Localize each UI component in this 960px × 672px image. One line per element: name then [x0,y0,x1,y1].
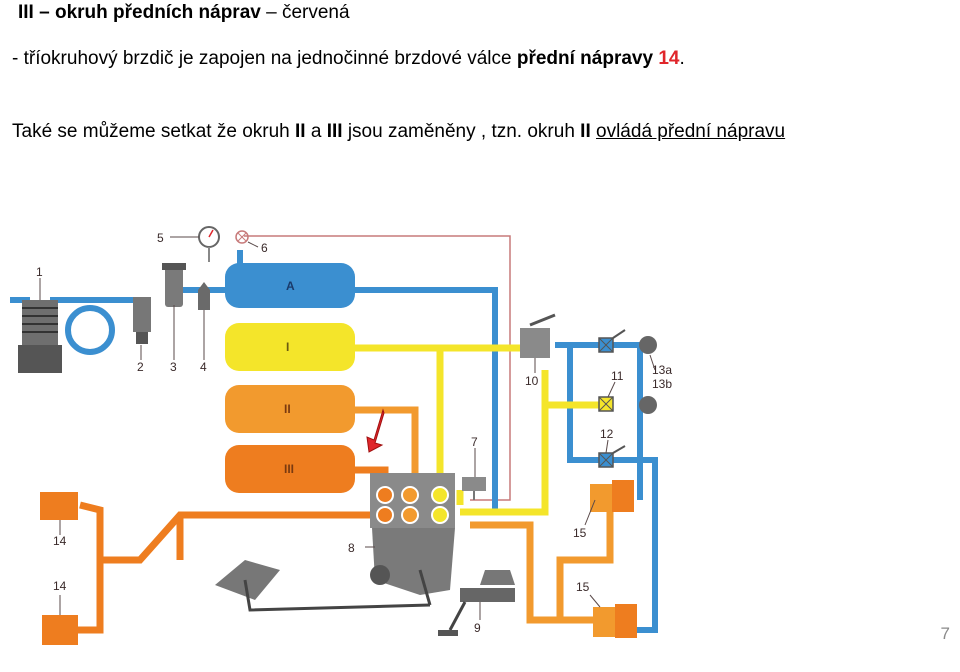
label-13b: 13b [652,377,672,391]
underlined-text: ovládá přední nápravu [596,121,786,142]
line1-number: 14 [658,48,680,69]
pressure-gauge [198,226,220,262]
slide-title: III – okruh předních náprav – červená [18,2,350,24]
label-2: 2 [137,360,144,374]
warning-lamp [235,230,249,244]
label-14-lower: 14 [53,579,67,593]
front-cylinder-lower [42,615,78,645]
regulator-2 [133,297,151,344]
leader-lines [39,236,656,620]
brake-valve [370,473,455,595]
label-3: 3 [170,360,177,374]
rear-cylinder-lower [593,604,637,638]
label-13a: 13a [652,363,672,377]
line1-suffix: . [679,48,685,69]
valve-7 [462,477,486,500]
label-6: 6 [261,241,268,255]
label-9: 9 [474,621,481,635]
coupling-11-blue [598,329,626,353]
tank-I: I [225,323,355,371]
trailer-valve [438,570,515,636]
orange-pipes-III [50,466,389,634]
label-7: 7 [471,435,478,449]
tank-III: III [225,445,355,493]
line1-prefix: - tříokruhový brzdič je zapojen na jedno… [12,48,517,69]
label-5: 5 [157,231,164,245]
label-14-upper: 14 [53,534,67,548]
label-15-upper: 15 [573,526,587,540]
red-arrow [366,408,385,453]
label-15-lower: 15 [576,580,590,594]
orange-pipes-II [355,406,614,624]
brake-pedal [215,560,432,612]
title-bold: III – okruh předních náprav [18,2,261,23]
label-10: 10 [525,374,539,388]
blue-pipes [10,250,658,633]
component-labels: 1 2 3 4 5 6 7 8 9 10 11 12 13a 13b 14 14… [36,231,672,635]
text-line-2: Také se můžeme setkat že okruh II a III … [12,121,786,142]
front-cylinder-upper [40,492,78,520]
valve-4 [198,282,210,310]
coupling-12 [598,445,626,468]
text-line-1: - tříokruhový brzdič je zapojen na jedno… [12,48,685,70]
tank-II: II [225,385,355,433]
svg-text:A: A [286,279,295,293]
label-4: 4 [200,360,207,374]
svg-text:I: I [286,340,289,354]
label-12: 12 [600,427,614,441]
rear-cylinder-upper [590,480,634,512]
svg-text:III: III [284,462,294,476]
label-11: 11 [611,369,624,383]
label-1: 1 [36,265,43,279]
tank-A: A [225,263,355,308]
line1-bold: přední nápravy [516,48,654,69]
trailer-heads-13 [639,336,657,414]
svg-text:II: II [284,402,291,416]
valve-10 [520,313,556,358]
coupling-11 [598,396,614,412]
compressor [18,300,62,373]
title-rest: – červená [260,2,350,23]
page-number: 7 [940,624,950,643]
label-8: 8 [348,541,355,555]
antifreeze-3 [162,263,186,307]
